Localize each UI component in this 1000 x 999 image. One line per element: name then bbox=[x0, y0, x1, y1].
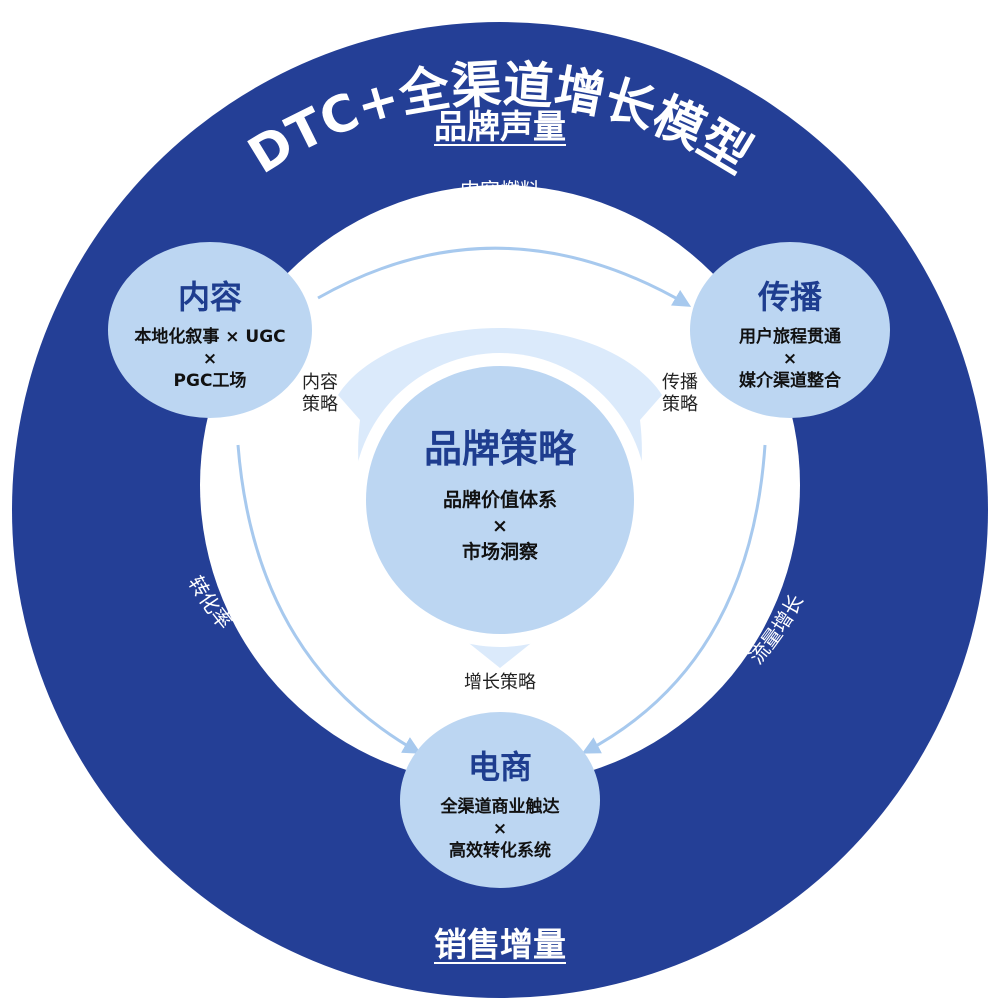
arc-label-top: 内容燃料 bbox=[460, 178, 540, 202]
center-circle bbox=[366, 366, 634, 634]
node-ecommerce-line1: 全渠道商业触达 bbox=[440, 797, 560, 817]
node-spread-title: 传播 bbox=[757, 278, 822, 316]
center-times: × bbox=[492, 515, 508, 537]
strategy-left: 内容 策略 bbox=[290, 372, 350, 416]
arrow-spread-to-ecommerce bbox=[581, 444, 767, 754]
node-ecommerce-times: × bbox=[492, 819, 508, 839]
node-spread: 传播 用户旅程贯通 × 媒介渠道整合 bbox=[690, 272, 890, 392]
node-content-times: × bbox=[202, 349, 218, 369]
center-title: 品牌策略 bbox=[423, 427, 576, 471]
arrow-content-to-ecommerce bbox=[236, 444, 422, 754]
node-ecommerce-line2: 高效转化系统 bbox=[449, 841, 551, 861]
node-content-title: 内容 bbox=[177, 278, 242, 316]
strategy-left-line1: 内容 bbox=[302, 372, 338, 393]
node-spread-line1: 用户旅程贯通 bbox=[739, 327, 841, 347]
strategy-left-line2: 策略 bbox=[302, 394, 338, 415]
center-line1: 品牌价值体系 bbox=[442, 489, 557, 511]
outer-top-label: 品牌声量 bbox=[434, 107, 566, 146]
node-spread-times: × bbox=[782, 349, 798, 369]
node-content-line2: PGC工场 bbox=[173, 371, 247, 391]
strategy-right-line1: 传播 bbox=[662, 372, 698, 393]
node-content: 内容 本地化叙事 × UGC × PGC工场 bbox=[110, 272, 310, 392]
center-line2: 市场洞察 bbox=[461, 541, 538, 563]
arrow-content-to-spread bbox=[317, 246, 692, 307]
node-content-line1: 本地化叙事 × UGC bbox=[134, 327, 286, 347]
strategy-right-line2: 策略 bbox=[662, 394, 698, 415]
node-content-circle bbox=[108, 242, 312, 418]
strategy-bottom: 增长策略 bbox=[464, 672, 536, 693]
node-ecommerce: 电商 全渠道商业触达 × 高效转化系统 bbox=[400, 742, 600, 862]
node-spread-line2: 媒介渠道整合 bbox=[739, 371, 841, 391]
node-spread-circle bbox=[690, 242, 890, 418]
node-ecommerce-title: 电商 bbox=[467, 748, 532, 786]
center-block: 品牌策略 品牌价值体系 × 市场洞察 bbox=[380, 418, 620, 565]
outer-bottom-label: 销售增量 bbox=[434, 925, 566, 964]
strategy-right: 传播 策略 bbox=[650, 372, 710, 416]
node-ecommerce-circle bbox=[400, 712, 600, 888]
